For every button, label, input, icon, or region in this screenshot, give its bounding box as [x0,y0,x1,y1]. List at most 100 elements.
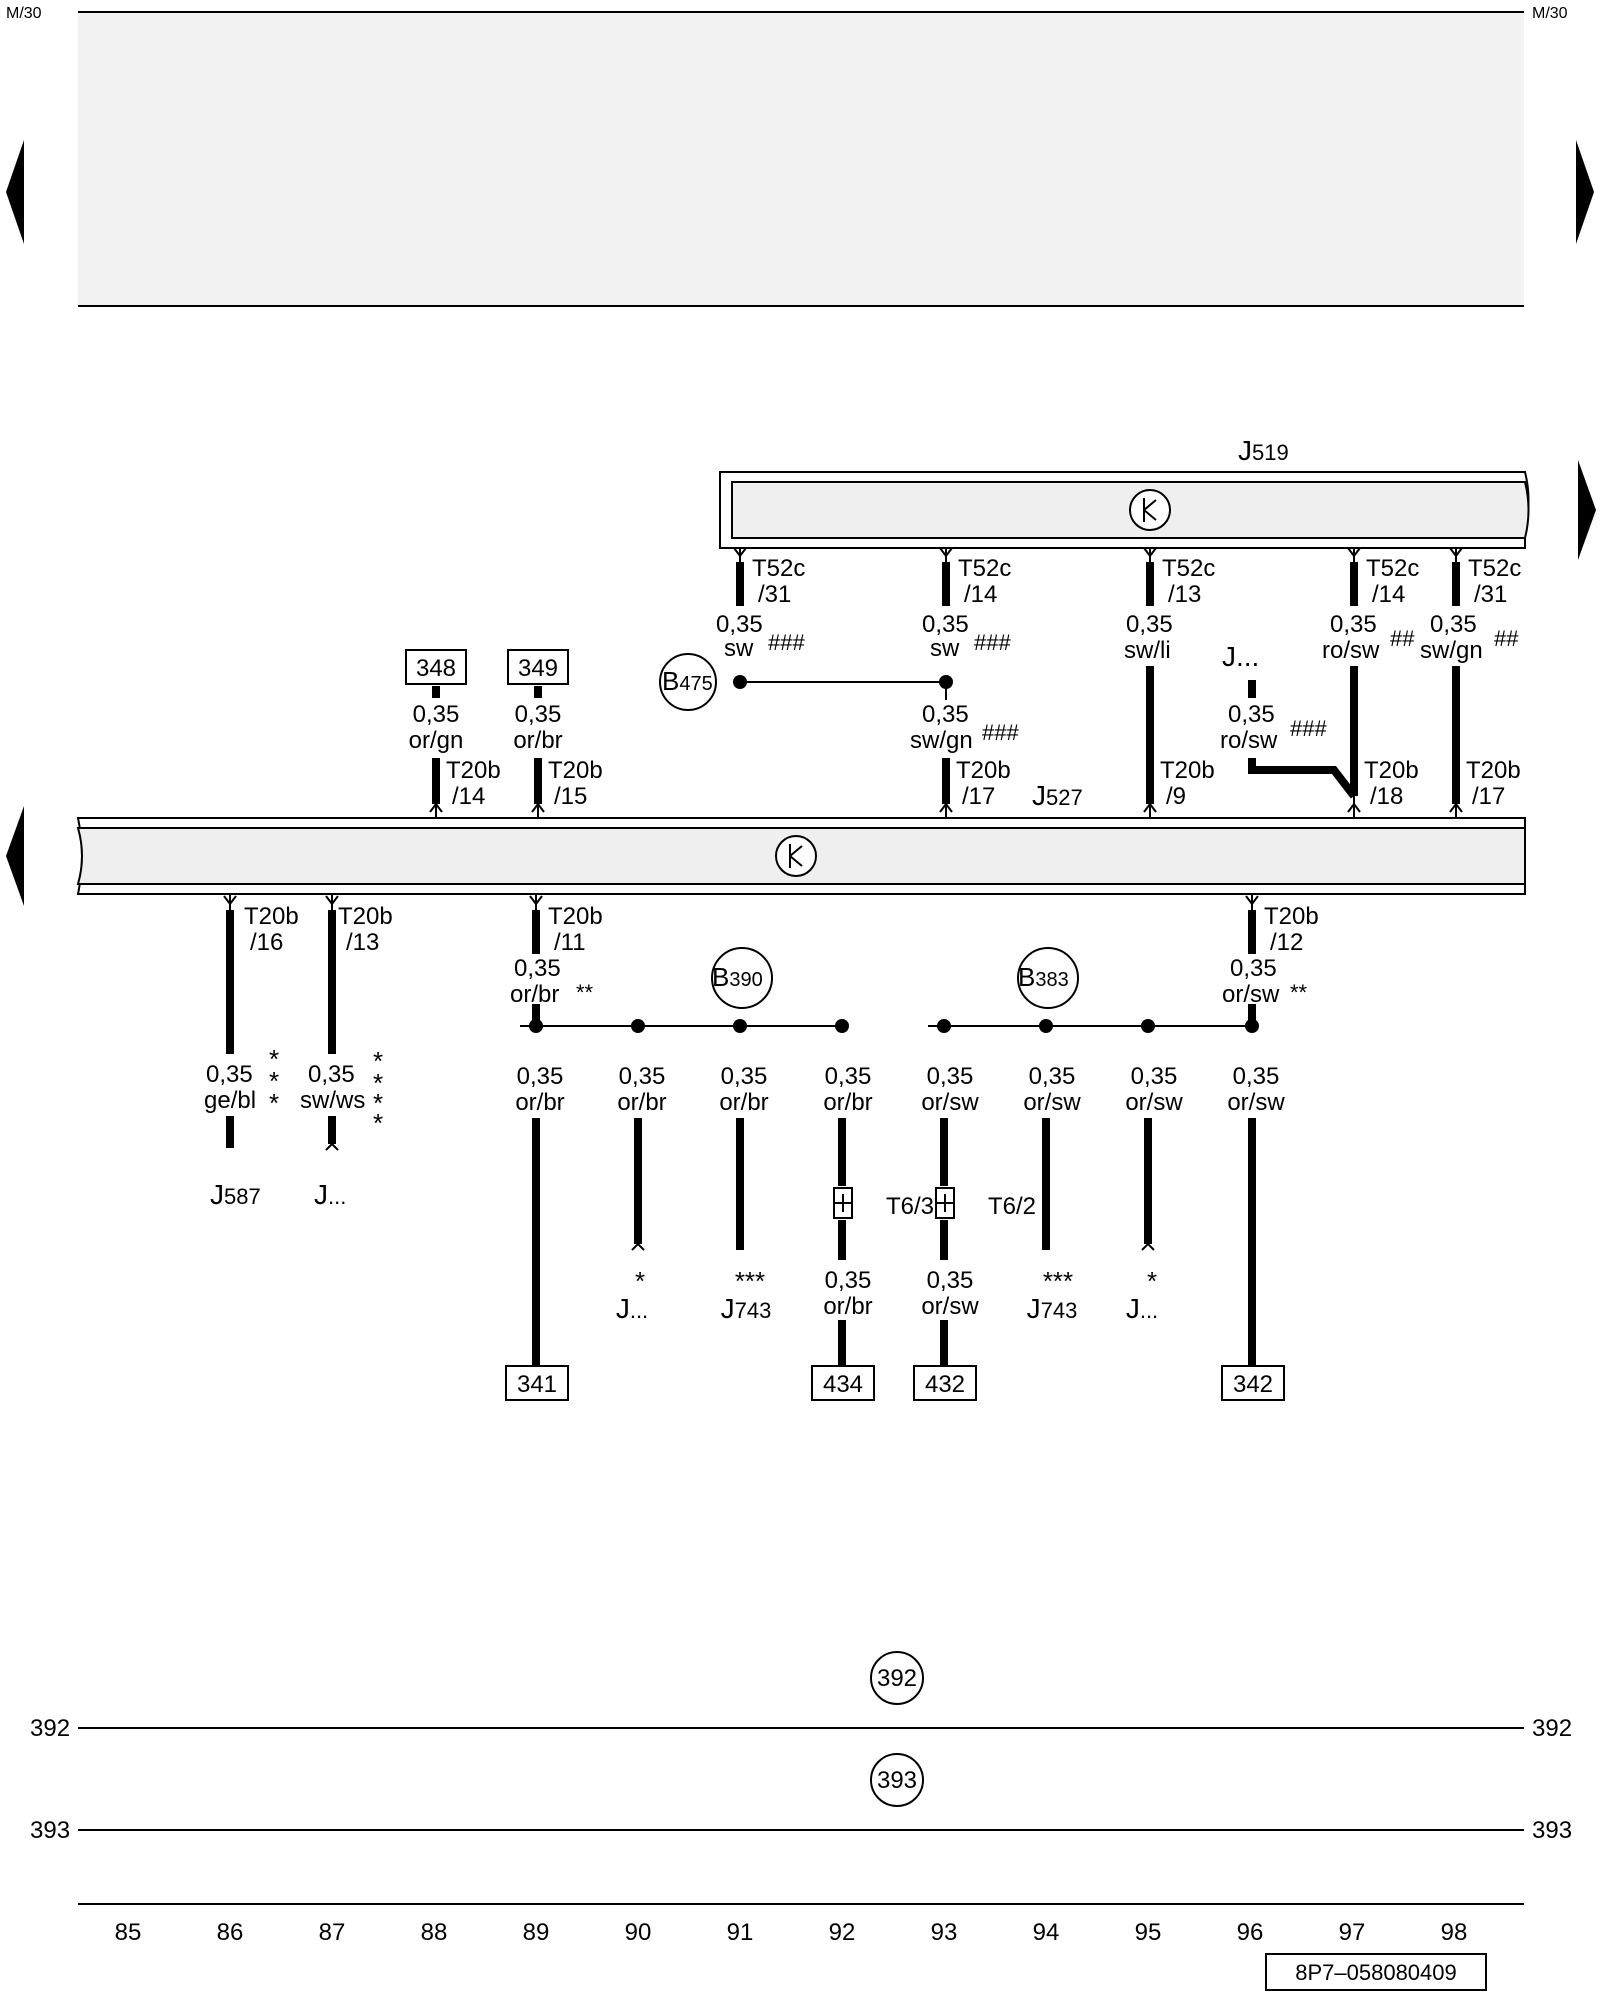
bottom-wires [226,894,1256,1366]
svg-text:0,35: 0,35 [619,1063,666,1090]
svg-text:B475: B475 [662,666,713,696]
svg-text:393: 393 [1532,1817,1572,1844]
svg-text:or/sw: or/sw [921,1089,979,1116]
left-wires: 0,35 ge/bl * * * J587 0,35 sw/ws * * * *… [204,1044,383,1210]
source-unit-label: J... [1222,641,1259,672]
svg-text:or/br: or/br [617,1089,666,1116]
reference-boxes[interactable]: 341 434 432 342 [505,1365,1285,1401]
wire-size-label: 0,35 [515,701,562,728]
corner-label-left: M/30 [6,5,42,22]
svg-text:or/sw: or/sw [921,1293,979,1320]
reference-box-341[interactable] [505,1365,569,1401]
splice-b390: B390 [711,947,773,1009]
wire-size-label: 0,35 [922,701,969,728]
svg-text:or/sw: or/sw [1023,1089,1081,1116]
svg-text:B383: B383 [1018,962,1069,992]
svg-text:*: * [373,1068,383,1098]
pin-connector-label: T52c [1162,555,1215,582]
j519-label: J519 [1238,435,1289,466]
pin-number-label: /14 [1372,581,1405,608]
svg-text:T20b: T20b [956,757,1011,784]
column-number: 87 [319,1919,346,1946]
column-number: 88 [421,1919,448,1946]
electronic-component-icon [1129,489,1171,531]
wire-color-label: sw/li [1124,637,1171,664]
target-unit-label: J... [314,1179,346,1210]
svg-text:T20b: T20b [1364,757,1419,784]
svg-text:T20b: T20b [548,757,603,784]
svg-text:393: 393 [877,1767,917,1794]
control-unit-j527: J527 [6,780,1526,906]
ground-point-marker [870,1753,924,1807]
wire-variant-mark: ### [768,630,805,655]
column-number: 86 [217,1919,244,1946]
svg-text:T20b: T20b [1264,903,1319,930]
continue-left-arrow-icon[interactable] [6,806,24,906]
svg-text:0,35: 0,35 [1029,1063,1076,1090]
wire-size-label: 0,35 [1330,611,1377,638]
wire-size-label: 0,35 [1126,611,1173,638]
svg-text:or/br: or/br [510,981,559,1008]
pin-number-label: /31 [758,581,791,608]
mid-pin-labels: T20b /14 T20b /15 T20b /17 T20b /9 T20b … [446,757,1521,810]
svg-text:432: 432 [925,1371,965,1398]
svg-text:393: 393 [30,1817,70,1844]
svg-text:/16: /16 [250,929,283,956]
svg-text:or/br: or/br [719,1089,768,1116]
splice-b475: B475 [659,653,953,711]
svg-text:392: 392 [877,1665,917,1692]
reference-box-348 [405,649,467,685]
wire-variant-mark: ### [1290,716,1327,741]
svg-text:**: ** [576,980,594,1005]
reference-box-432[interactable] [913,1365,977,1401]
continue-right-arrow-icon[interactable] [1576,140,1594,244]
svg-text:J...: J... [616,1293,648,1324]
svg-text:sw/ws: sw/ws [300,1087,365,1114]
wire-color-label: sw [930,635,960,662]
column-number: 92 [829,1919,856,1946]
svg-text:0,35: 0,35 [927,1267,974,1294]
fuse-panel-area [78,12,1524,306]
wire-color-label: or/gn [409,727,464,754]
top-wires [432,548,1460,818]
wire-size-label: 0,35 [922,611,969,638]
svg-text:T20b: T20b [338,903,393,930]
splice-b383: B383 [1017,947,1079,1009]
svg-text:0,35: 0,35 [206,1061,253,1088]
svg-text:***: *** [1043,1266,1073,1296]
corner-label-right: M/30 [1532,5,1568,22]
continue-right-arrow-icon[interactable] [1578,460,1596,560]
svg-text:or/sw: or/sw [1227,1089,1285,1116]
wire-variant-mark: ## [1390,626,1415,651]
svg-text:0,35: 0,35 [308,1061,355,1088]
pin-number-label: /13 [1168,581,1201,608]
ground-point-marker [870,1651,924,1705]
svg-text:T20b: T20b [548,903,603,930]
svg-text:or/br: or/br [823,1089,872,1116]
svg-text:/13: /13 [346,929,379,956]
electronic-component-icon [775,835,817,877]
svg-text:ge/bl: ge/bl [204,1087,256,1114]
wire-size-label: 0,35 [1228,701,1275,728]
pin-connector-label: T52c [1366,555,1419,582]
svg-text:T6/3: T6/3 [886,1193,934,1220]
control-unit-j519: J519 [719,435,1596,560]
svg-text:341: 341 [517,1371,557,1398]
svg-text:/15: /15 [554,783,587,810]
continue-left-arrow-icon[interactable] [6,140,24,244]
reference-box-349 [507,649,569,685]
svg-text:/14: /14 [452,783,485,810]
svg-text:*: * [269,1088,279,1118]
svg-text:T20b: T20b [446,757,501,784]
svg-text:T6/2: T6/2 [988,1193,1036,1220]
top-pin-labels: T52c /31 0,35 sw ### T52c /14 0,35 sw ##… [716,555,1521,664]
reference-box-434[interactable] [811,1365,875,1401]
svg-text:B390: B390 [712,962,763,992]
svg-text:or/br: or/br [823,1293,872,1320]
pin-number-label: /14 [964,581,997,608]
reference-box-342[interactable] [1221,1365,1285,1401]
svg-text:*: * [269,1044,279,1074]
wire-size-label: 0,35 [1430,611,1477,638]
drop-labels: 0,35 or/br 0,35 or/br * J... 0,35 or/br … [515,1063,1285,1324]
